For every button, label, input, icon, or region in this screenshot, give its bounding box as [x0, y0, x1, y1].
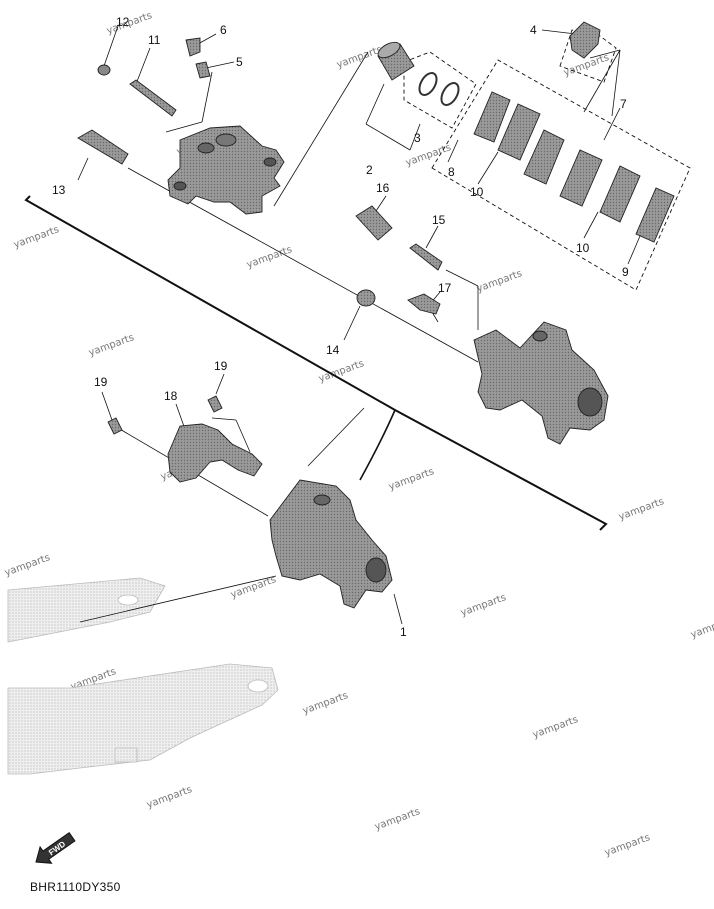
seal-part — [418, 72, 460, 106]
piston-part — [377, 41, 415, 81]
callout-10a: 10 — [470, 185, 484, 199]
watermark: yamparts — [459, 592, 507, 619]
watermark: yamparts — [301, 690, 349, 717]
watermark: yamparts — [335, 44, 383, 71]
callout-12: 12 — [116, 15, 130, 29]
caliper-assembly-part — [269, 479, 393, 609]
callout-9: 9 — [622, 265, 629, 279]
parts — [77, 21, 675, 609]
clip-part — [407, 293, 441, 315]
callout-19a: 19 — [94, 375, 108, 389]
watermark: yamparts — [617, 496, 665, 523]
callout-3: 3 — [414, 131, 421, 145]
callout-19b: 19 — [214, 359, 228, 373]
swingarm-upper-hole — [117, 594, 139, 606]
watermark: yamparts — [229, 574, 277, 601]
callout-labels: 1 2 3 4 5 6 7 8 9 10 10 11 12 13 14 15 1… — [52, 15, 629, 639]
bracket-bolt-part — [107, 395, 223, 435]
watermark: yamparts — [531, 714, 579, 741]
grommet-part — [356, 289, 376, 307]
fwd-arrow-icon: FWD — [35, 831, 76, 864]
diagram-code: BHR1110DY350 — [30, 880, 121, 894]
callout-7: 7 — [620, 97, 627, 111]
sleeve-part — [355, 205, 393, 241]
caliper-bracket-part — [167, 423, 263, 483]
brake-pad-part — [473, 91, 675, 243]
callout-16: 16 — [376, 181, 390, 195]
watermark: yamparts — [689, 614, 714, 641]
callout-10b: 10 — [576, 241, 590, 255]
watermark: yamparts — [145, 784, 193, 811]
swingarm-lower — [7, 663, 279, 775]
watermark: yamparts — [603, 832, 651, 859]
watermark: yamparts — [475, 268, 523, 295]
dashed-box-pad-kit — [431, 59, 691, 291]
callout-1: 1 — [400, 625, 407, 639]
callout-11: 11 — [148, 33, 161, 47]
swingarm-bracket — [114, 747, 138, 763]
callout-5: 5 — [236, 55, 243, 69]
watermark: yamparts — [317, 358, 365, 385]
caliper-body-upper-part — [167, 125, 285, 215]
watermark: yamparts — [373, 806, 421, 833]
watermark: yamparts — [3, 552, 51, 579]
swingarm — [7, 577, 279, 775]
dashed-box-piston-seal — [403, 51, 477, 129]
pin-part — [409, 243, 443, 271]
callout-15: 15 — [432, 213, 446, 227]
callout-13: 13 — [52, 183, 66, 197]
callout-4: 4 — [530, 23, 537, 37]
watermark: yamparts — [105, 10, 153, 37]
swingarm-lower-hole — [247, 679, 269, 693]
watermark: yamparts — [87, 332, 135, 359]
watermark: yamparts — [387, 466, 435, 493]
caliper-group-pointer-line — [359, 409, 396, 481]
callout-6: 6 — [220, 23, 227, 37]
swingarm-upper — [7, 577, 166, 643]
watermark: yamparts — [12, 224, 60, 251]
bolt-part — [77, 37, 211, 165]
callout-18: 18 — [164, 389, 178, 403]
callout-8: 8 — [448, 165, 455, 179]
leader-lines — [79, 49, 621, 623]
caliper-body-lower-part — [473, 321, 609, 445]
watermark: yamparts — [562, 52, 610, 79]
pad-spring-part — [569, 21, 601, 59]
callout-2: 2 — [366, 163, 373, 177]
watermark: yamparts — [245, 244, 293, 271]
callout-14: 14 — [326, 343, 340, 357]
callout-17: 17 — [438, 281, 452, 295]
